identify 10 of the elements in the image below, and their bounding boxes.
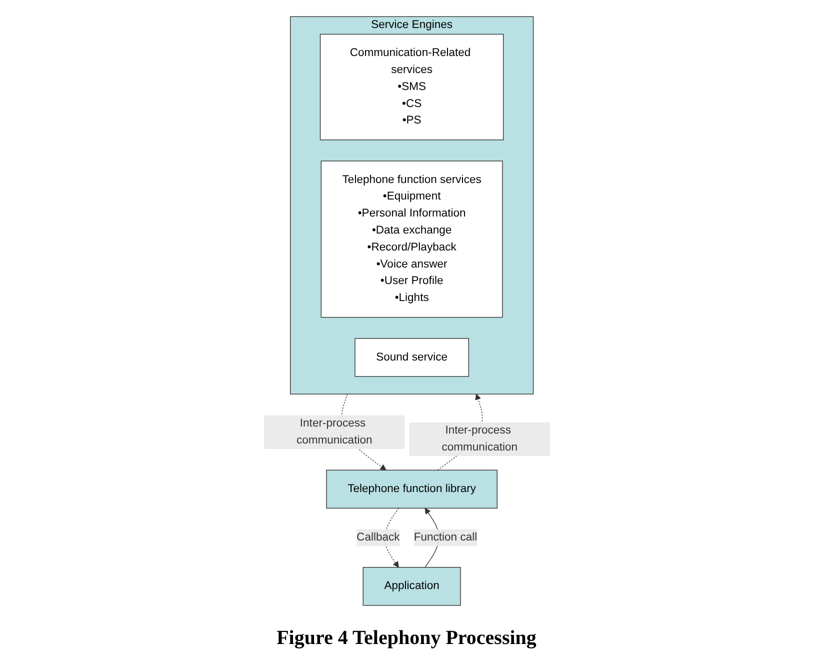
node-box: Telephone function library: [326, 469, 497, 508]
node-box: Telephone function services •Equipment •Personal Information •Data exchange •Record/Playback •Voice answer •User Profile •Lights: [320, 160, 502, 318]
node-box: Communication-Related services •SMS •CS •PS: [319, 33, 504, 140]
edge-label: Callback: [356, 530, 400, 543]
figure-caption: Figure 4 Telephony Processing: [276, 627, 536, 650]
edge-label: Inter-process communication: [441, 424, 518, 453]
edge-label: Function call: [413, 530, 477, 543]
edge-label: Inter-process communication: [296, 416, 372, 446]
node-box: Application: [362, 566, 460, 606]
node-box: Sound service: [354, 338, 468, 376]
